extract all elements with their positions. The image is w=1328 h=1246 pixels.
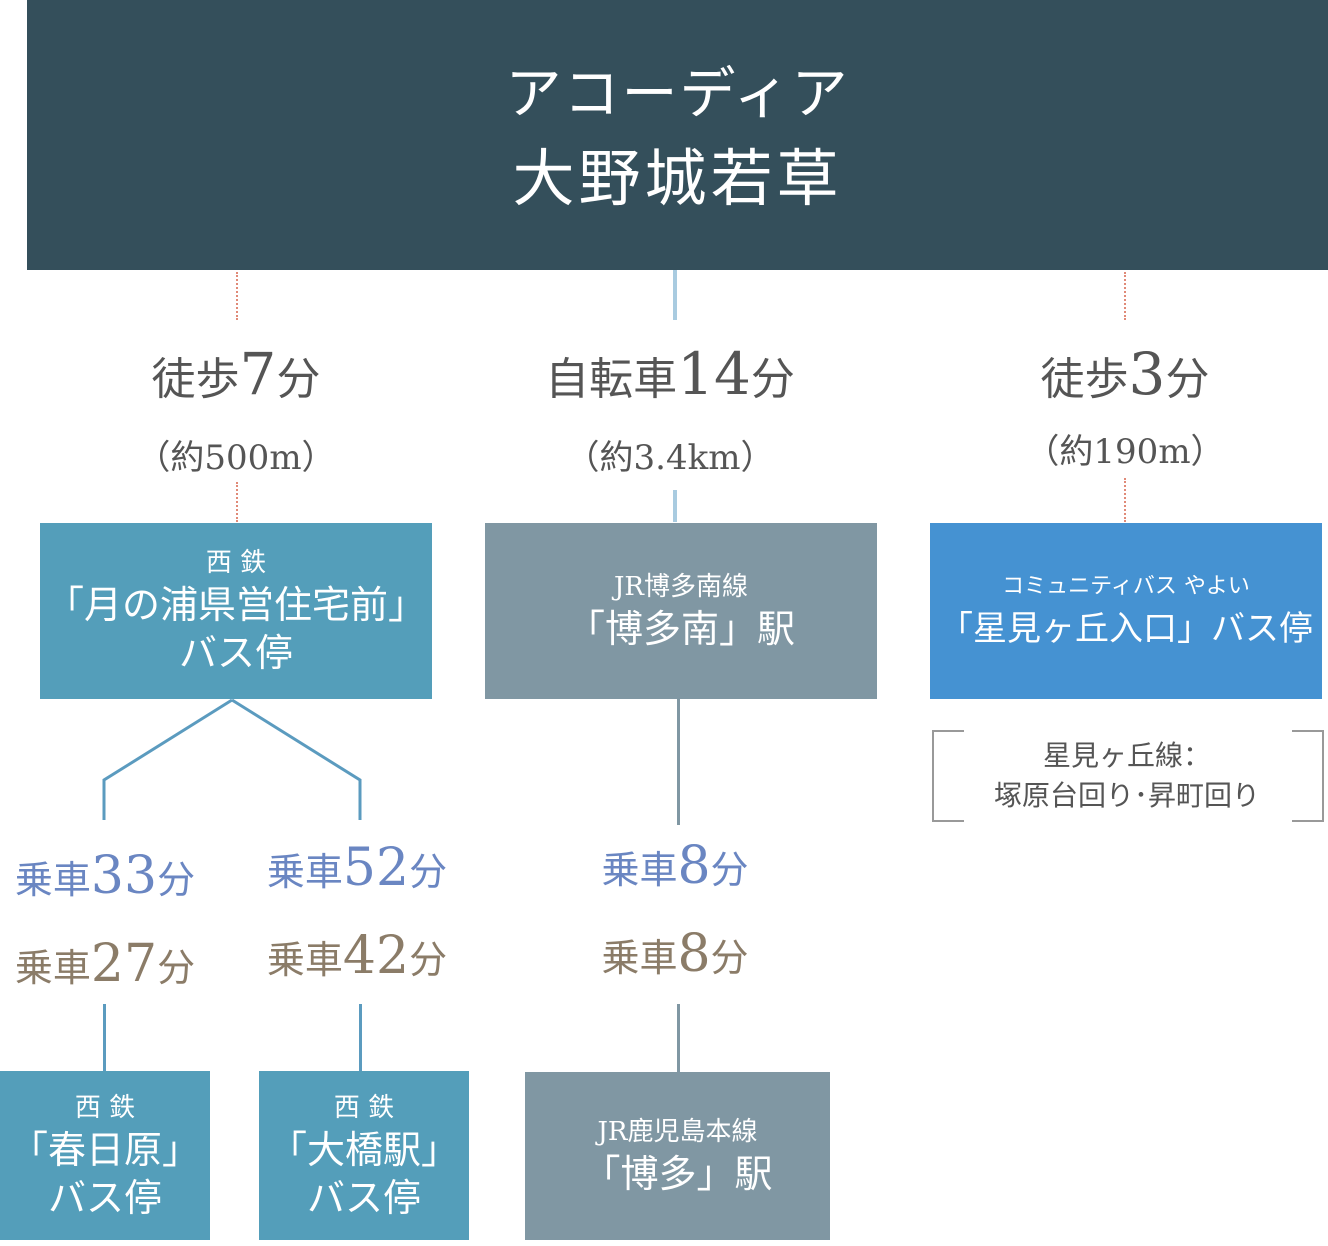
ride-unit: 分: [710, 848, 749, 892]
ride-minutes: 42: [342, 926, 410, 986]
walk-connector-right-bottom: [1124, 478, 1126, 522]
ride-time-kasugabaru-1: 乗車33分: [0, 850, 210, 906]
walk-connector-right-top: [1124, 272, 1126, 320]
ride-minutes: 52: [342, 838, 410, 898]
line-label: JR鹿児島本線: [597, 1117, 758, 1147]
ride-label: 乗車: [14, 858, 91, 902]
bike-connector-bottom: [673, 490, 677, 522]
ride-time-hakata-1: 乗車8分: [570, 840, 780, 896]
ride-unit: 分: [409, 938, 448, 982]
travel-mode: 徒歩: [1040, 354, 1129, 405]
ride-label: 乗車: [14, 946, 91, 990]
line-label: JR博多南線: [614, 572, 748, 602]
distance-right: （約190m）: [1025, 432, 1225, 472]
ride-label: 乗車: [601, 848, 678, 892]
ride-unit: 分: [710, 936, 749, 980]
stop-name: 「大橋駅」: [268, 1127, 459, 1172]
ride-label: 乗車: [266, 850, 343, 894]
station-name: 「博多南」駅: [566, 607, 795, 651]
travel-minutes: 14: [677, 340, 751, 408]
property-name-line2: 大野城若草: [512, 142, 843, 215]
stop-name: 「月の浦県営住宅前」: [45, 583, 426, 627]
ride-minutes: 33: [90, 846, 158, 906]
stop-name: 「星見ヶ丘入口」バス停: [939, 609, 1313, 649]
travel-mode: 自転車: [545, 354, 678, 405]
connector-center-bottom: [677, 1004, 680, 1072]
walk-connector-left-bottom: [236, 482, 238, 522]
connector-center-top: [677, 699, 680, 825]
ride-unit: 分: [157, 946, 196, 990]
branch-connector: [102, 698, 362, 820]
ride-time-kasugabaru-2: 乗車27分: [0, 938, 210, 994]
ride-minutes: 8: [677, 836, 711, 896]
bus-stop-hoshimigaoka: コミュニティバス やよい 「星見ヶ丘入口」バス停: [930, 523, 1322, 699]
operator-label: コミュニティバス やよい: [1002, 574, 1250, 599]
operator-label: 西 鉄: [74, 1092, 136, 1123]
operator-label: 西 鉄: [333, 1092, 395, 1123]
travel-minutes: 7: [239, 340, 277, 408]
bike-time-center: 自転車14分: [510, 344, 830, 410]
ride-time-ohashi-1: 乗車52分: [252, 842, 462, 898]
travel-minutes: 3: [1128, 340, 1166, 408]
ride-minutes: 27: [90, 934, 158, 994]
distance-center: （約3.4km）: [565, 438, 775, 478]
bus-stop-ohashi: 西 鉄 「大橋駅」 バス停: [259, 1071, 469, 1240]
station-name: 「博多」駅: [582, 1152, 773, 1196]
walk-connector-left-top: [236, 272, 238, 320]
bus-stop-tsukinoura: 西 鉄 「月の浦県営住宅前」 バス停: [40, 523, 432, 699]
bike-connector-top: [673, 270, 677, 320]
stop-type: バス停: [47, 1175, 162, 1220]
distance-left: （約500m）: [136, 438, 336, 478]
travel-unit: 分: [276, 354, 321, 405]
travel-unit: 分: [1165, 354, 1210, 405]
property-name-line1: アコーディア: [505, 62, 850, 127]
bus-stop-kasugabaru: 西 鉄 「春日原」 バス停: [0, 1071, 210, 1240]
ride-unit: 分: [157, 858, 196, 902]
bracket-right: [1292, 730, 1324, 822]
ride-unit: 分: [409, 850, 448, 894]
travel-unit: 分: [750, 354, 795, 405]
ride-label: 乗車: [266, 938, 343, 982]
route-note-line1: 星見ヶ丘線：: [1042, 739, 1211, 772]
bracket-left: [932, 730, 964, 822]
stop-type: バス停: [306, 1175, 421, 1220]
station-hakata-minami: JR博多南線 「博多南」駅: [485, 523, 877, 699]
route-note: 星見ヶ丘線： 塚原台回り･昇町回り: [962, 736, 1292, 816]
route-note-line2: 塚原台回り･昇町回り: [993, 779, 1260, 812]
station-hakata: JR鹿児島本線 「博多」駅: [525, 1072, 830, 1240]
stop-type: バス停: [178, 631, 293, 675]
walk-time-left: 徒歩7分: [86, 344, 386, 410]
connector-ohashi: [359, 1004, 362, 1072]
stop-name: 「春日原」: [9, 1127, 200, 1172]
property-title-banner: アコーディア 大野城若草: [27, 0, 1328, 270]
travel-mode: 徒歩: [151, 354, 240, 405]
operator-label: 西 鉄: [205, 548, 267, 578]
ride-time-hakata-2: 乗車8分: [570, 928, 780, 984]
ride-time-ohashi-2: 乗車42分: [252, 930, 462, 986]
ride-minutes: 8: [677, 924, 711, 984]
connector-kasugabaru: [103, 1004, 106, 1072]
ride-label: 乗車: [601, 936, 678, 980]
walk-time-right: 徒歩3分: [975, 344, 1275, 410]
